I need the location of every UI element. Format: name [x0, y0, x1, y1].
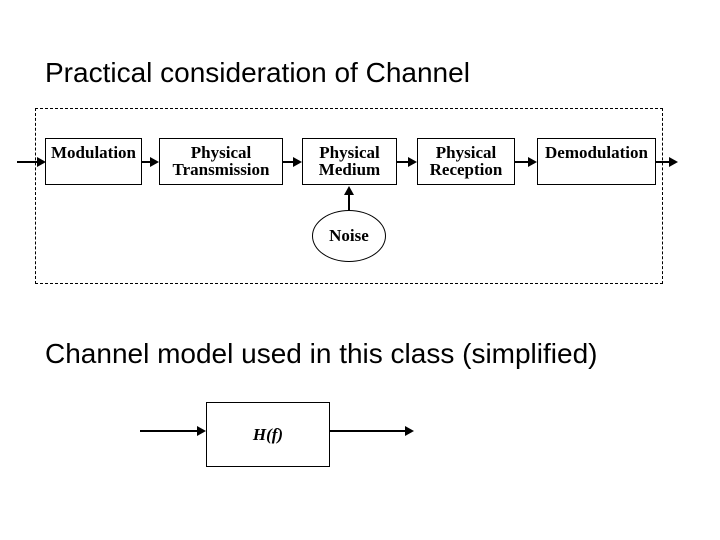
hf-output-arrow-line [330, 430, 406, 432]
slide-title: Practical consideration of Channel [45, 57, 470, 88]
output-arrow-head-icon [669, 157, 678, 167]
arrow-line-3 [397, 161, 409, 163]
hf-input-arrow-head-icon [197, 426, 206, 436]
input-arrow-line [17, 161, 38, 163]
noise-label: Noise [329, 226, 369, 245]
block-physical-medium-label: Physical Medium [318, 143, 381, 179]
block-physical-reception-label: Physical Reception [429, 143, 503, 179]
arrow-line-4 [515, 161, 529, 163]
channel-boundary-dashed-box [35, 108, 663, 284]
block-modulation-label: Modulation [50, 143, 137, 162]
block-demodulation-label: Demodulation [545, 143, 648, 162]
arrow-line-1 [142, 161, 151, 163]
block-physical-transmission: Physical Transmission [159, 138, 283, 185]
noise-arrow-line [348, 194, 350, 211]
transfer-function-label: H(f) [252, 424, 284, 444]
block-modulation: Modulation [45, 138, 142, 185]
slide-subtitle: Channel model used in this class (simpli… [45, 338, 598, 369]
output-arrow-line [656, 161, 670, 163]
block-physical-medium: Physical Medium [302, 138, 397, 185]
arrow-head-3-icon [408, 157, 417, 167]
arrow-head-2-icon [293, 157, 302, 167]
block-demodulation: Demodulation [537, 138, 656, 185]
noise-ellipse: Noise [312, 210, 386, 262]
arrow-head-4-icon [528, 157, 537, 167]
hf-input-arrow-line [140, 430, 198, 432]
input-arrow-head-icon [37, 157, 46, 167]
noise-arrow-head-icon [344, 186, 354, 195]
block-physical-transmission-label: Physical Transmission [172, 143, 270, 179]
arrow-line-2 [283, 161, 294, 163]
block-physical-reception: Physical Reception [417, 138, 515, 185]
block-transfer-function: H(f) [206, 402, 330, 467]
hf-output-arrow-head-icon [405, 426, 414, 436]
arrow-head-1-icon [150, 157, 159, 167]
